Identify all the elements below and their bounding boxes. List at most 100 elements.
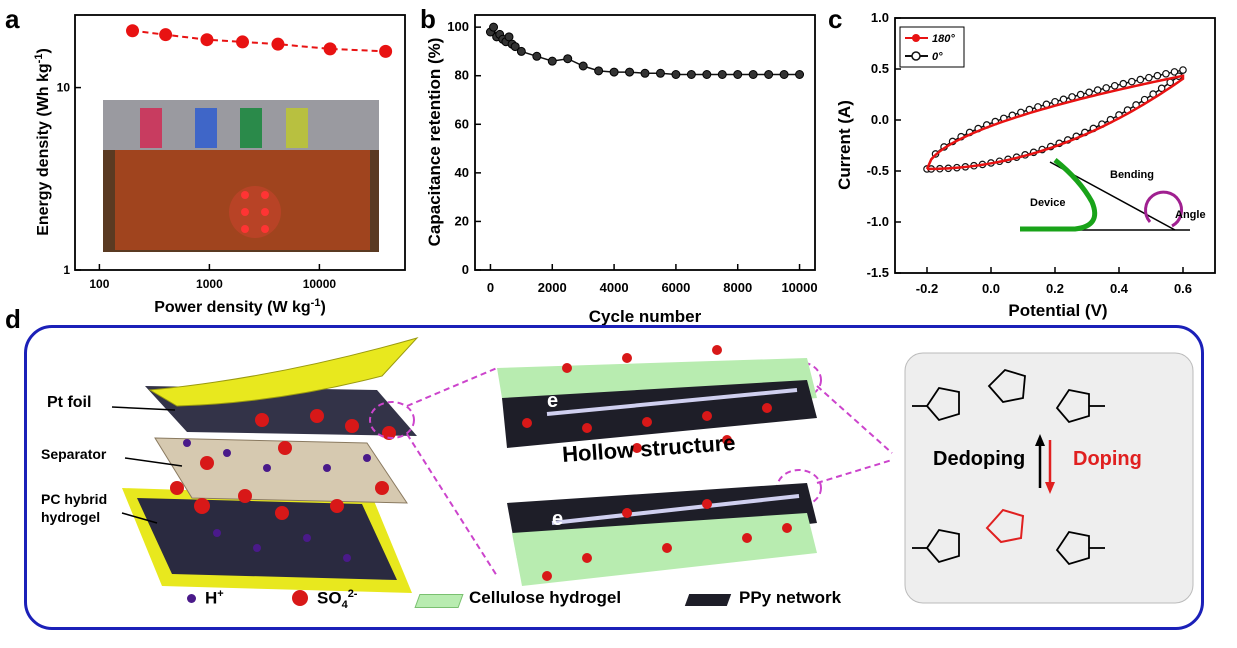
c-ytick-label: 0.0	[871, 112, 889, 127]
led-photo	[103, 100, 379, 252]
schematic-panel: Pt foil Separator PC hybrid hydrogel Hol…	[24, 325, 1204, 630]
label-separator: Separator	[41, 446, 107, 462]
a-ytick-label: 1	[63, 263, 70, 277]
device-label: Device	[1030, 197, 1065, 209]
b-point	[547, 56, 557, 66]
b-point	[655, 68, 665, 78]
c-point-0	[1162, 69, 1170, 78]
label-h-ion: H+	[205, 588, 224, 608]
b-xtick-label: 8000	[723, 280, 752, 295]
label-so4-ion: SO42-	[317, 588, 358, 612]
b-point	[594, 66, 604, 76]
h-ion-marker	[187, 594, 196, 603]
bending-illustration: Bending Device Angle	[1020, 158, 1206, 232]
chart-c-marks	[923, 66, 1187, 173]
panel-letter-b: b	[420, 4, 436, 34]
b-ytick-label: 20	[455, 213, 469, 228]
c-point-0	[1179, 66, 1187, 74]
c-xtick-label: 0.0	[982, 281, 1000, 296]
device-shape	[1020, 158, 1098, 232]
clip-3	[240, 108, 262, 148]
b-ytick-label: 100	[447, 19, 469, 34]
c-ytick-label: -0.5	[867, 163, 889, 178]
b-xtick-label: 10000	[781, 280, 817, 295]
chart-c-ylabel: Current (A)	[835, 100, 854, 190]
bending-label: Bending	[1110, 169, 1154, 181]
c-ytick-label: 0.5	[871, 61, 889, 76]
so4-ions	[170, 409, 396, 520]
chart-c-xlabel: Potential (V)	[1008, 301, 1107, 320]
label-doping: Doping	[1073, 448, 1142, 470]
c-ytick-label: 1.0	[871, 10, 889, 25]
b-xtick-label: 2000	[538, 280, 567, 295]
c-point-0	[1110, 81, 1119, 90]
label-arrows	[111, 406, 183, 524]
chart-a-frame	[74, 14, 406, 271]
chart-b-frame	[474, 14, 816, 271]
legend-marker-0	[911, 51, 921, 61]
angle-label: Angle	[1175, 209, 1206, 221]
rod-bottom	[507, 483, 817, 586]
c-point-0	[1128, 77, 1136, 86]
panel-letter-c: c	[828, 4, 843, 34]
chart-c-legend: 180° 0°	[899, 26, 965, 68]
b-point	[702, 70, 712, 79]
label-dedoping: Dedoping	[933, 448, 1026, 470]
chart-b-marks	[485, 22, 805, 79]
c-xtick-label: 0.6	[1174, 281, 1192, 296]
chart-a-ylabel: Energy density (Wh kg-1)	[33, 48, 52, 236]
c-point-0	[1145, 73, 1153, 82]
a-point	[379, 44, 393, 58]
b-series-line	[489, 25, 800, 76]
ppy-swatch	[684, 594, 732, 606]
b-point	[609, 67, 619, 77]
c-point-0	[1119, 79, 1128, 88]
a-ytick-label: 10	[57, 81, 71, 95]
b-point	[748, 70, 758, 79]
label-pt-foil: Pt foil	[47, 394, 92, 411]
b-point	[686, 70, 696, 79]
c-point-0	[1085, 88, 1093, 97]
h-ions	[183, 439, 371, 562]
chart-a-xlabel: Power density (W kg-1)	[154, 297, 326, 316]
b-point	[779, 70, 789, 79]
c-point-0	[1136, 75, 1145, 84]
chart-b-xlabel: Cycle number	[589, 307, 702, 325]
led-array	[241, 191, 269, 233]
c-point-0	[1153, 71, 1162, 80]
b-ytick-label: 80	[455, 68, 469, 83]
rod-top	[497, 358, 817, 448]
b-ytick-label: 60	[455, 116, 469, 131]
clip-2	[195, 108, 217, 148]
c-point-0	[1102, 84, 1111, 92]
c-xtick-label: 0.4	[1110, 281, 1129, 296]
doped-ring	[985, 508, 1025, 544]
ppy-rings-bottom	[912, 528, 1105, 566]
b-point	[489, 22, 499, 32]
cellulose-swatch	[414, 594, 464, 608]
a-point	[271, 37, 285, 51]
b-xtick-label: 0	[487, 280, 494, 295]
b-point	[563, 54, 573, 64]
b-ytick-label: 0	[462, 262, 469, 277]
clip-1	[140, 108, 162, 148]
c-xtick-label: 0.2	[1046, 281, 1064, 296]
b-point	[516, 46, 526, 56]
panel-letter-d: d	[5, 304, 21, 334]
pt-foil-layer	[148, 337, 419, 407]
device-stack	[122, 337, 419, 593]
b-point	[578, 61, 588, 71]
c-series-180	[925, 74, 1185, 171]
legend-label-0: 0°	[932, 51, 943, 63]
b-point	[733, 70, 743, 79]
b-point	[671, 70, 681, 79]
c-point-0	[1157, 84, 1166, 93]
a-point	[323, 42, 337, 56]
b-point	[510, 42, 520, 52]
legend-marker-180	[912, 34, 920, 42]
ppy-rings-top	[912, 368, 1105, 424]
clip-4	[286, 108, 308, 148]
